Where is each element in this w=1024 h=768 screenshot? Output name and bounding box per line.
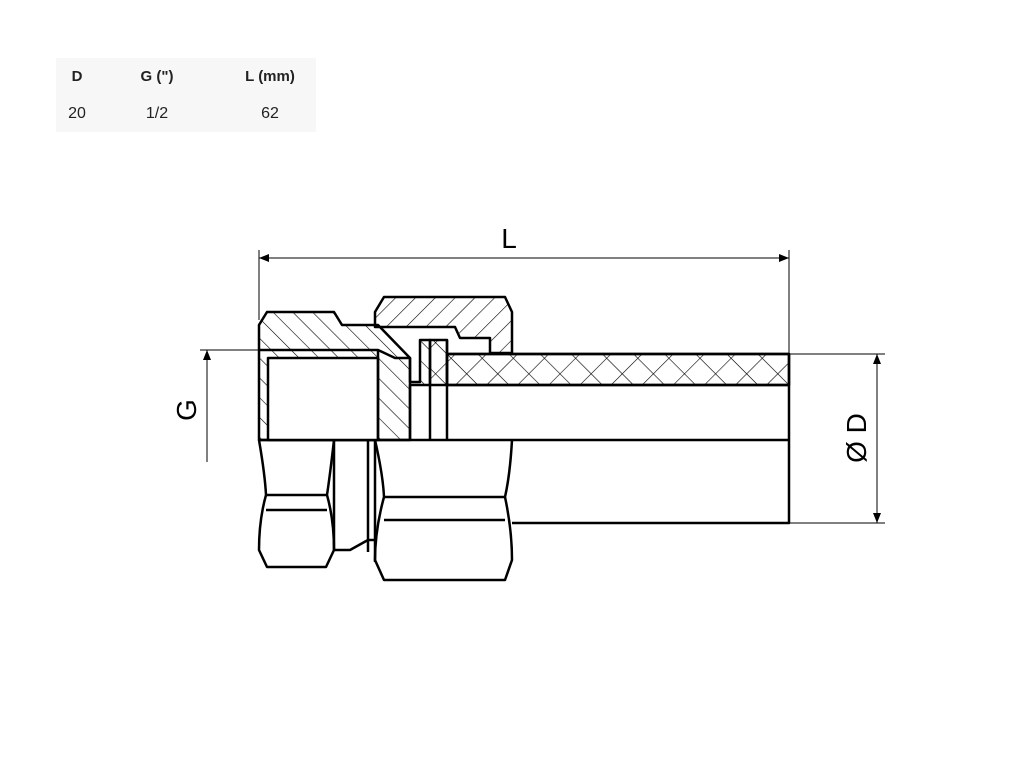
length-label: L: [501, 223, 517, 254]
header-d: D: [71, 68, 83, 85]
dimension-diameter: [790, 353, 885, 524]
header-g: G ("): [140, 68, 174, 85]
sealing-ring: [428, 338, 449, 440]
header-l: L (mm): [245, 68, 295, 85]
dimension-length: [258, 250, 790, 354]
body-nut: [257, 310, 432, 569]
spec-table: D G (") L (mm) 20 1/2 62: [56, 58, 316, 132]
value-d: 20: [68, 105, 86, 122]
value-l: 62: [261, 105, 279, 122]
union-nut: [373, 295, 514, 582]
diameter-label: Ø D: [841, 413, 872, 463]
dimension-thread: [200, 349, 262, 462]
value-g: 1/2: [145, 105, 169, 122]
thread-label: G: [171, 399, 202, 421]
